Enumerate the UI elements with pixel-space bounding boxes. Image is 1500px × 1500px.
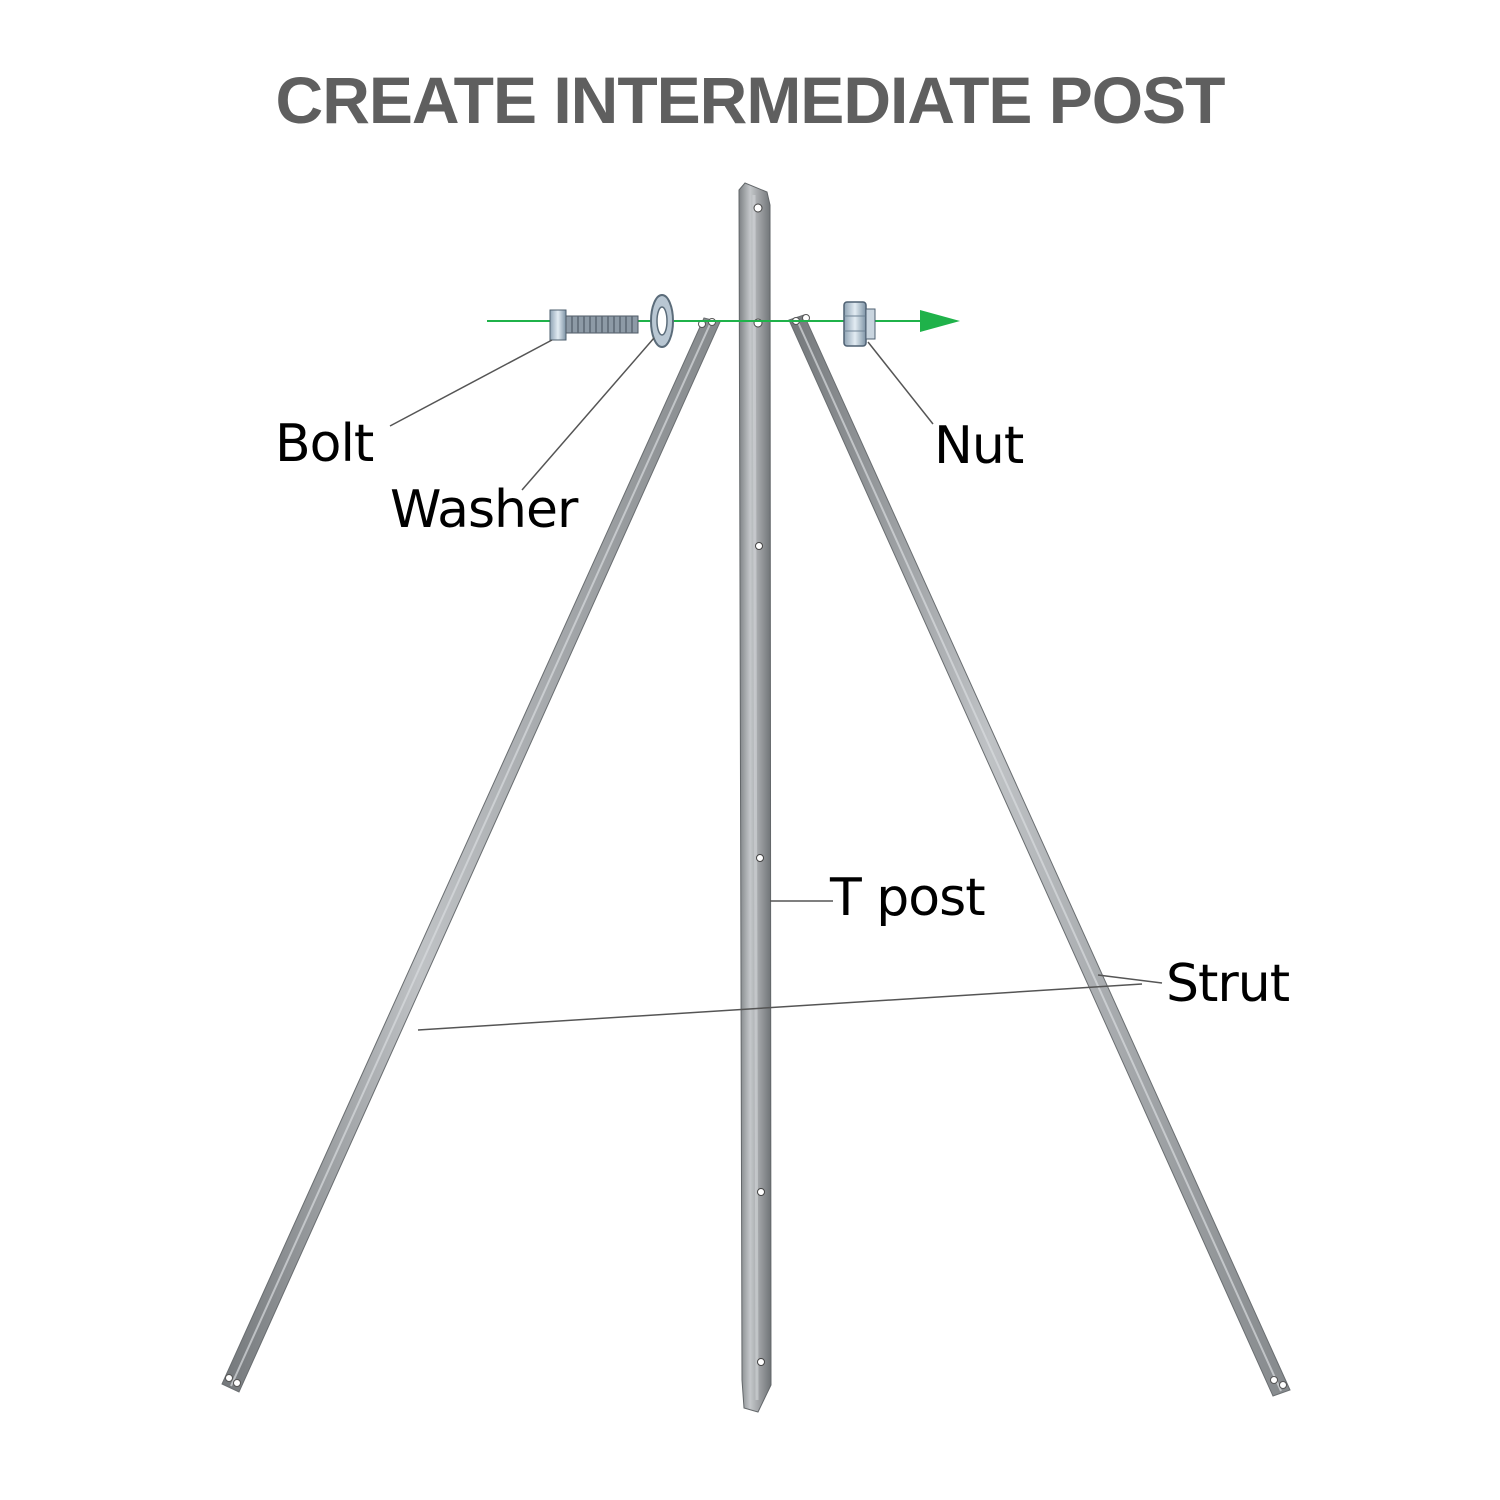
nut bbox=[843, 301, 876, 347]
strut-leader-right bbox=[1097, 974, 1163, 984]
leader-lines bbox=[389, 337, 1163, 1031]
bolt-label: Bolt bbox=[275, 414, 374, 474]
bolt bbox=[549, 309, 639, 341]
nut-leader bbox=[867, 341, 934, 425]
washer-leader bbox=[521, 337, 655, 491]
strut-leader-left bbox=[417, 983, 1143, 1031]
t-post bbox=[738, 182, 772, 1413]
page-title: CREATE INTERMEDIATE POST bbox=[275, 63, 1226, 137]
washer-label: Washer bbox=[390, 480, 578, 540]
nut-label: Nut bbox=[934, 416, 1024, 476]
washer bbox=[650, 294, 674, 348]
bolt-leader bbox=[389, 339, 553, 427]
right-strut bbox=[788, 314, 1291, 1397]
t-post-label: T post bbox=[830, 868, 986, 928]
strut-label: Strut bbox=[1166, 954, 1290, 1014]
